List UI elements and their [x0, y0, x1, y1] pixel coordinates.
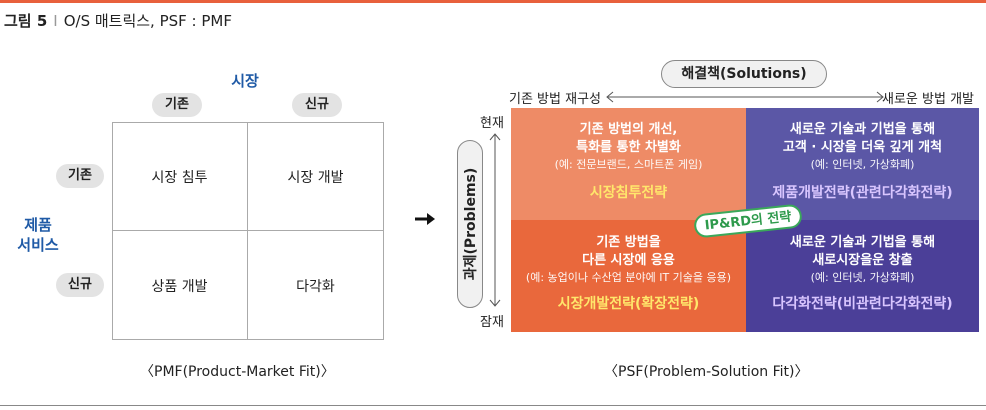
q1-line2: 특화를 통한 차별화	[576, 140, 681, 155]
q3-line1: 기존 방법을	[596, 235, 661, 250]
pmf-grid	[112, 122, 384, 340]
psf-right-label: 새로운 방법 개발	[882, 92, 974, 107]
psf-solutions-title: 해결책(Solutions)	[661, 60, 827, 88]
q2-strategy: 제품개발전략(관련다각화전략)	[772, 185, 953, 201]
figure-title-text: O/S 매트릭스, PSF : PMF	[63, 12, 232, 30]
pmf-left-axis-line1: 제품	[24, 216, 52, 234]
pmf-caption: 〈PMF(Product-Market Fit)〉	[140, 364, 335, 380]
grid-vertical-divider	[247, 123, 248, 339]
q2-line1: 새로운 기술과 기법을 통해	[789, 122, 936, 137]
figure-label: 그림 5	[4, 12, 48, 30]
psf-quadrant-diversification: 새로운 기술과 기법을 통해 새로시장을운 창출 (예: 인터넷, 가상화폐) …	[746, 220, 979, 332]
q4-strategy: 다각화전략(비관련다각화전략)	[772, 296, 953, 312]
bottom-divider	[0, 405, 986, 406]
pmf-top-pill-existing: 기존	[152, 93, 202, 117]
pmf-top-pill-new: 신규	[292, 93, 342, 117]
q1-line1: 기존 방법의 개선,	[579, 122, 678, 137]
psf-quadrant-product-development: 새로운 기술과 기법을 통해 고객 · 시장을 더욱 깊게 개척 (예: 인터넷…	[746, 108, 979, 220]
q4-line1: 새로운 기술과 기법을 통해	[789, 235, 936, 250]
q1-strategy: 시장침투전략	[589, 185, 668, 201]
arrow-right-icon	[414, 211, 436, 231]
pmf-left-pill-new: 신규	[56, 273, 104, 297]
grid-horizontal-divider	[113, 230, 383, 231]
pmf-cell-diversification: 다각화	[296, 279, 335, 295]
q4-line2: 새로시장을운 창출	[812, 253, 913, 268]
psf-problems-pill	[457, 140, 483, 308]
q2-example: (예: 인터넷, 가상화폐)	[810, 158, 915, 171]
psf-top-label: 현재	[480, 116, 504, 131]
top-divider	[0, 0, 986, 3]
q3-example: (예: 농업이나 수산업 분야에 IT 기술을 응용)	[525, 271, 732, 284]
q4-example: (예: 인터넷, 가상화폐)	[810, 271, 915, 284]
q3-line2: 다른 시장에 응용	[582, 253, 675, 268]
psf-bottom-label: 잠재	[480, 315, 504, 330]
pmf-left-axis-line2: 서비스	[17, 236, 59, 254]
psf-left-label: 기존 방법 재구성	[509, 92, 601, 107]
pmf-cell-market-development: 시장 개발	[287, 170, 344, 186]
figure-title: 그림 5 I O/S 매트릭스, PSF : PMF	[4, 10, 232, 31]
q1-example: (예: 전문브랜드, 스마트폰 게임)	[554, 158, 703, 171]
pmf-top-axis-label: 시장	[231, 72, 259, 90]
title-separator: I	[53, 12, 58, 30]
psf-quadrant-market-development: 기존 방법을 다른 시장에 응용 (예: 농업이나 수산업 분야에 IT 기술을…	[511, 220, 746, 332]
q2-line2: 고객 · 시장을 더욱 깊게 개척	[782, 140, 943, 155]
q3-strategy: 시장개발전략(확장전략)	[557, 296, 700, 312]
pmf-cell-product-development: 상품 개발	[151, 279, 208, 295]
vertical-double-arrow-icon	[488, 132, 502, 312]
pmf-left-pill-existing: 기존	[56, 164, 104, 188]
psf-problems-title: 과제(Problems)	[463, 167, 479, 281]
psf-caption: 〈PSF(Problem-Solution Fit)〉	[604, 364, 809, 380]
horizontal-double-arrow-icon	[605, 89, 885, 108]
pmf-cell-market-penetration: 시장 침투	[151, 170, 208, 186]
psf-quadrant-market-penetration: 기존 방법의 개선, 특화를 통한 차별화 (예: 전문브랜드, 스마트폰 게임…	[511, 108, 746, 220]
